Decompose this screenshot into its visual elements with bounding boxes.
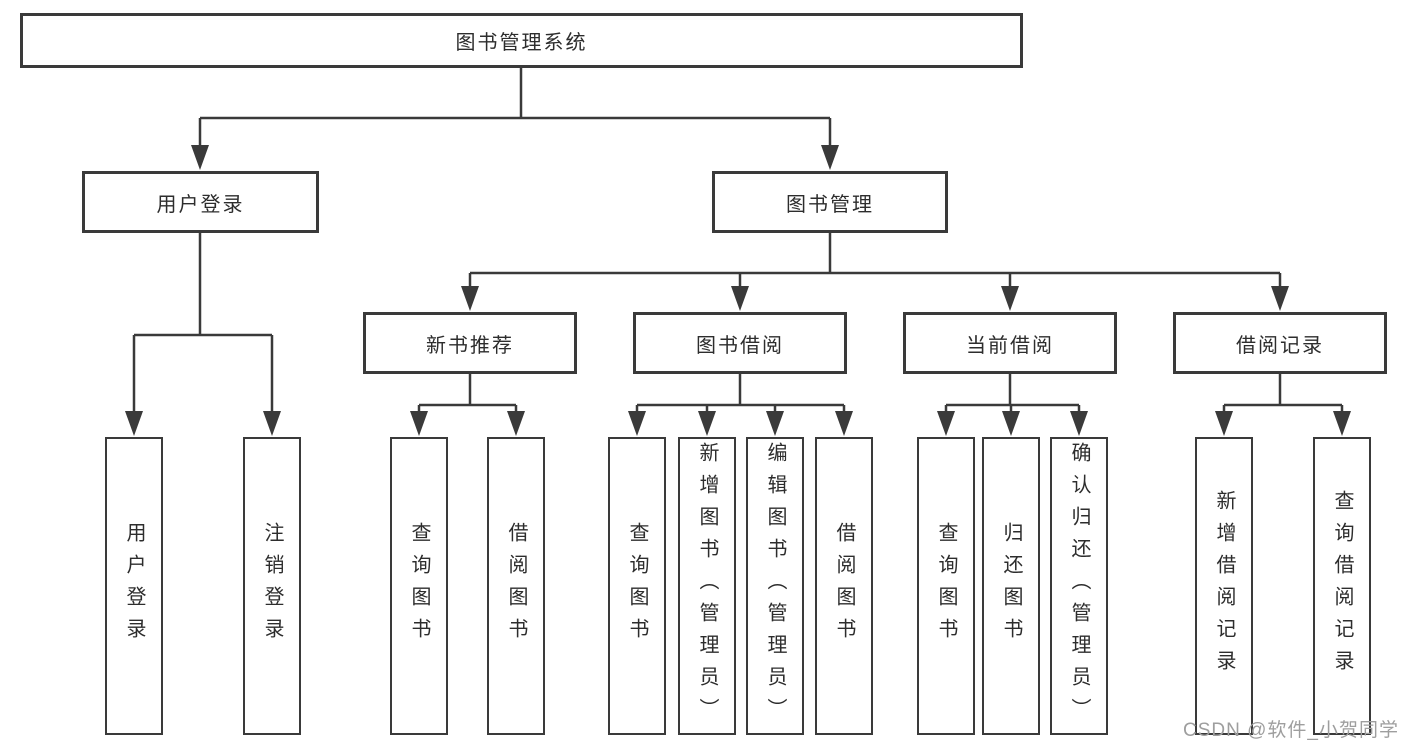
- leaf-query-books-current: 查询图书: [917, 437, 975, 735]
- leaf-add-borrow-record-label: 新增借阅记录: [1213, 490, 1235, 682]
- leaf-edit-book-admin-label: 编辑图书（管理员）: [764, 442, 786, 730]
- node-current-borrowing: 当前借阅: [903, 312, 1117, 374]
- leaf-confirm-return-admin: 确认归还（管理员）: [1050, 437, 1108, 735]
- leaf-add-book-admin: 新增图书（管理员）: [678, 437, 736, 735]
- csdn-watermark: CSDN @软件_小贺同学: [1183, 720, 1399, 741]
- leaf-query-borrow-record-label: 查询借阅记录: [1331, 490, 1353, 682]
- leaf-user-login-label: 用户登录: [123, 522, 145, 650]
- node-book-management: 图书管理: [712, 171, 948, 233]
- node-user-login: 用户登录: [82, 171, 319, 233]
- node-new-book-recommendation: 新书推荐: [363, 312, 577, 374]
- leaf-borrow-books-recommend: 借阅图书: [487, 437, 545, 735]
- leaf-borrow-books-label: 借阅图书: [833, 522, 855, 650]
- leaf-confirm-return-admin-label: 确认归还（管理员）: [1068, 442, 1090, 730]
- leaf-logout-label: 注销登录: [261, 522, 283, 650]
- leaf-query-books-recommend-label: 查询图书: [408, 522, 430, 650]
- node-borrowing-records: 借阅记录: [1173, 312, 1387, 374]
- leaf-borrow-books-recommend-label: 借阅图书: [505, 522, 527, 650]
- leaf-query-books-borrow-label: 查询图书: [626, 522, 648, 650]
- node-book-borrowing: 图书借阅: [633, 312, 847, 374]
- leaf-add-book-admin-label: 新增图书（管理员）: [696, 442, 718, 730]
- leaf-query-books-current-label: 查询图书: [935, 522, 957, 650]
- leaf-query-books-borrow: 查询图书: [608, 437, 666, 735]
- leaf-query-borrow-record: 查询借阅记录: [1313, 437, 1371, 735]
- leaf-return-books-label: 归还图书: [1000, 522, 1022, 650]
- leaf-borrow-books: 借阅图书: [815, 437, 873, 735]
- node-library-system: 图书管理系统: [20, 13, 1023, 68]
- tree-edges: [132, 68, 1344, 412]
- leaf-return-books: 归还图书: [982, 437, 1040, 735]
- leaf-query-books-recommend: 查询图书: [390, 437, 448, 735]
- leaf-edit-book-admin: 编辑图书（管理员）: [746, 437, 804, 735]
- arrowhead-icons: [125, 145, 1351, 436]
- leaf-logout: 注销登录: [243, 437, 301, 735]
- leaf-add-borrow-record: 新增借阅记录: [1195, 437, 1253, 735]
- leaf-user-login: 用户登录: [105, 437, 163, 735]
